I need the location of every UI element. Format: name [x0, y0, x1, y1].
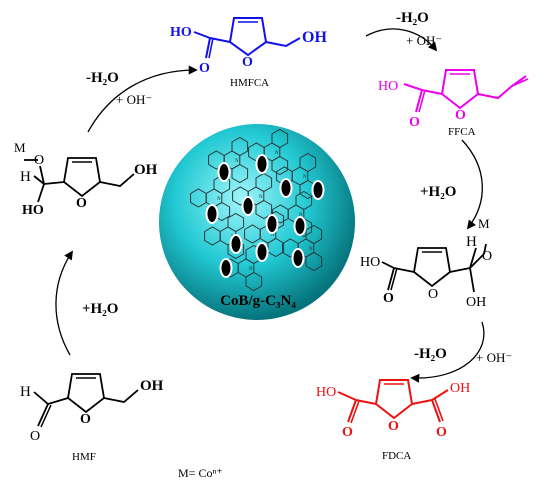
heptazine-n-label: N: [271, 233, 275, 238]
molecule-hmfca: HO O O OH HMFCA: [170, 17, 327, 89]
right-int-h: H: [466, 234, 477, 250]
heptazine-n-label: N: [259, 195, 263, 200]
step-hydroxide-top-left: + OH⁻: [116, 92, 152, 107]
molecule-intermediate-left: M O H HO O OH: [14, 140, 158, 218]
hmfca-name: HMFCA: [230, 77, 269, 89]
cycle-arrows: [55, 28, 485, 383]
hmfca-carbonyl-o: O: [199, 61, 210, 76]
cob-particle: [293, 216, 307, 236]
heptazine-n-label: N: [217, 197, 221, 202]
cob-particle: [217, 162, 231, 182]
arrow-ffca-to-intermediate: [461, 139, 483, 230]
step-minus-water-bottom-right: -H₂O: [414, 346, 447, 362]
cob-particle: [219, 258, 233, 278]
left-int-m: M: [14, 140, 26, 155]
fdca-oh: OH: [450, 381, 470, 396]
step-minus-water-top-right: -H₂O: [396, 10, 429, 26]
ffca-ho: HO: [378, 79, 398, 94]
ffca-carbonyl-o: O: [409, 115, 420, 130]
hmf-carbonyl-o: O: [30, 429, 40, 444]
heptazine-n-label: N: [303, 175, 307, 180]
left-int-h: H: [20, 169, 31, 185]
fdca-carbonyl-o-right: O: [436, 425, 447, 440]
fdca-ho: HO: [316, 385, 336, 400]
cob-particle: [311, 180, 325, 200]
catalyst-sphere: NNNNNNNNNN CoB/g-C₃N₄: [159, 124, 355, 320]
left-int-ho: HO: [22, 203, 44, 218]
arrow-hmf-to-intermediate: [55, 250, 74, 356]
catalyst-label: CoB/g-C₃N₄: [220, 293, 296, 309]
cob-particles: [205, 154, 325, 278]
heptazine-n-label: N: [299, 213, 303, 218]
hmf-name: HMF: [72, 451, 96, 463]
left-int-oh: OH: [134, 162, 158, 178]
arrow-intermediate-to-hmfca: [87, 65, 198, 133]
hmf-oh: OH: [140, 378, 164, 394]
hmf-ring-o: O: [80, 412, 91, 427]
hmfca-ho: HO: [170, 25, 192, 40]
step-hydration-left: +H₂O: [82, 301, 118, 317]
left-int-ring-o: O: [76, 196, 87, 211]
left-int-o-m: O: [34, 153, 44, 168]
fdca-name: FDCA: [382, 450, 411, 462]
heptazine-n-label: N: [235, 159, 239, 164]
ffca-ring-o: O: [455, 108, 466, 123]
right-int-o-m: O: [482, 249, 492, 264]
cob-particle: [291, 248, 305, 268]
fdca-ring-o: O: [388, 419, 399, 434]
step-minus-water-top-left: -H₂O: [86, 70, 119, 86]
molecule-fdca: HO O OH O O FDCA: [316, 379, 470, 462]
cob-particle: [205, 204, 219, 224]
heptazine-n-label: N: [249, 267, 253, 272]
arrow-hmfca-to-ffca: [365, 28, 438, 52]
cob-particle: [255, 242, 269, 262]
cob-particle: [229, 234, 243, 254]
step-hydroxide-top-right: + OH⁻: [406, 33, 442, 48]
hmfca-ring-o: O: [242, 55, 253, 70]
ffca-name: FFCA: [448, 126, 476, 138]
cob-particle: [255, 154, 269, 174]
heptazine-n-label: N: [309, 247, 313, 252]
hmf-h: H: [20, 384, 31, 400]
right-int-m: M: [478, 216, 490, 231]
right-int-ring-o: O: [428, 287, 438, 302]
hmfca-oh: OH: [302, 29, 327, 46]
molecule-hmf: H O O OH HMF: [20, 373, 164, 463]
right-int-oh: OH: [466, 295, 486, 310]
fdca-carbonyl-o-left: O: [342, 425, 353, 440]
cob-particle: [265, 214, 279, 234]
cob-particle: [279, 178, 293, 198]
arrow-intermediate-to-fdca: [410, 321, 485, 383]
molecule-intermediate-right: HO O O H M O OH: [360, 216, 492, 310]
step-labels: -H₂O + OH⁻ -H₂O + OH⁻ +H₂O -H₂O + OH⁻ +H…: [82, 10, 512, 365]
step-hydration-right: +H₂O: [420, 184, 456, 200]
right-int-carbonyl-o: O: [383, 291, 394, 306]
heptazine-n-label: N: [275, 151, 279, 156]
metal-legend: M= Coⁿ⁺: [178, 466, 223, 480]
sphere-body: [159, 124, 355, 320]
cob-particle: [241, 196, 255, 216]
step-hydroxide-bottom-right: + OH⁻: [476, 350, 512, 365]
molecule-ffca: HO O O FFCA: [378, 69, 529, 138]
right-int-ho: HO: [360, 255, 380, 270]
